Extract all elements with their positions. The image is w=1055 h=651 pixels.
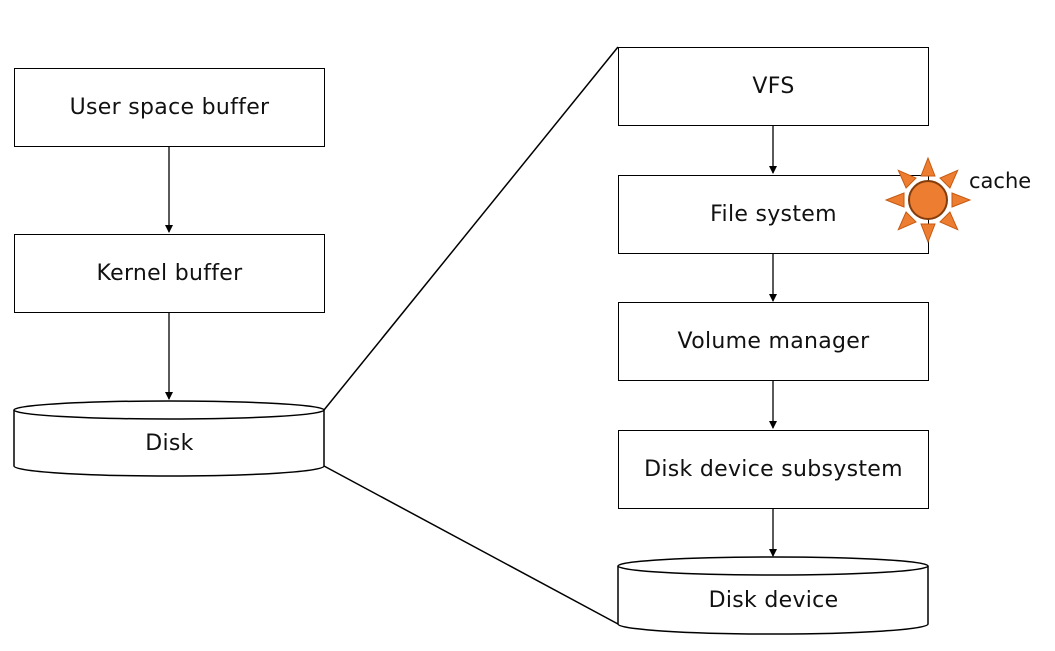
kernel-buffer-box: Kernel buffer	[14, 234, 325, 313]
volume-manager-label: Volume manager	[677, 329, 870, 354]
disk-label-wrap: Disk	[14, 420, 325, 466]
disk-device-label-wrap: Disk device	[618, 576, 929, 624]
sun-ray	[920, 223, 936, 243]
sun-ray	[885, 192, 905, 208]
sun-icon	[885, 157, 971, 243]
zoom-line-top	[323, 46, 619, 411]
sun-ray	[897, 211, 917, 231]
kernel-buffer-label: Kernel buffer	[96, 261, 243, 286]
sun-ray	[939, 169, 959, 189]
vfs-box: VFS	[618, 47, 929, 126]
sun-ray	[939, 211, 959, 231]
disk-device-label: Disk device	[708, 587, 839, 613]
file-system-label: File system	[710, 202, 837, 227]
disk-label: Disk	[145, 430, 194, 456]
volume-manager-box: Volume manager	[618, 302, 929, 381]
disk-device-subsystem-label: Disk device subsystem	[644, 457, 903, 482]
sun-ray	[951, 192, 971, 208]
sun-ray	[897, 169, 917, 189]
cache-label: cache	[969, 169, 1032, 193]
vfs-label: VFS	[752, 74, 795, 99]
user-space-buffer-box: User space buffer	[14, 68, 325, 147]
file-system-box: File system	[618, 175, 929, 254]
sun-ray	[920, 157, 936, 177]
zoom-line-bottom	[323, 465, 619, 625]
disk-device-subsystem-box: Disk device subsystem	[618, 430, 929, 509]
user-space-buffer-label: User space buffer	[69, 95, 270, 120]
disk-device-cylinder	[617, 556, 929, 635]
disk-cylinder	[13, 400, 325, 477]
